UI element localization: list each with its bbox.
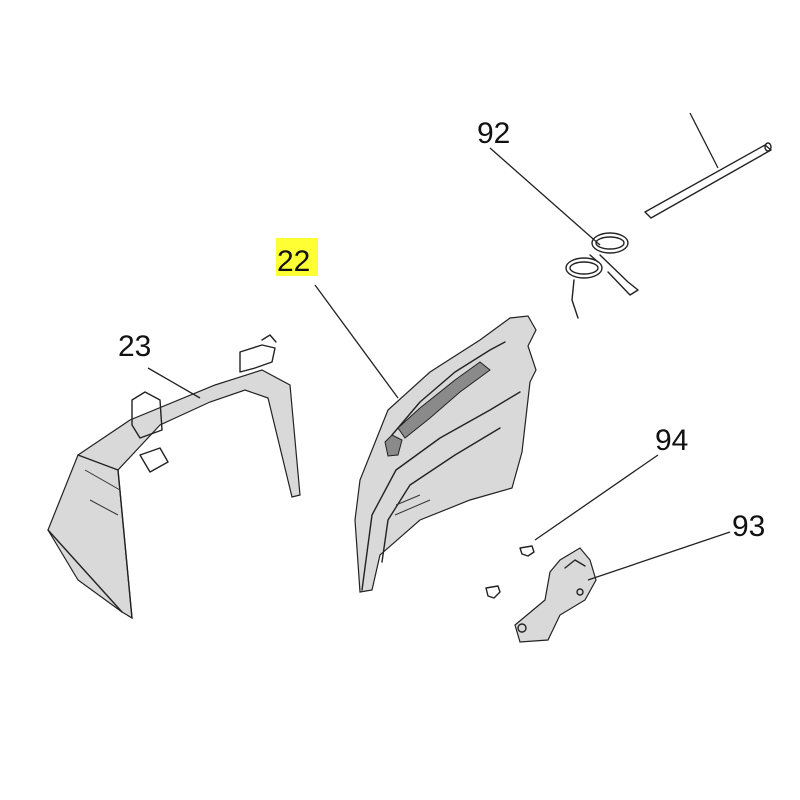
leader-94: [534, 454, 659, 541]
part-94-screws: [485, 545, 535, 599]
callout-94: 94: [655, 424, 688, 457]
leader-23: [147, 367, 201, 399]
highlight-22: [276, 238, 318, 276]
part-93-bracket: [514, 547, 597, 643]
callout-92: 92: [477, 117, 510, 150]
leader-93: [587, 531, 731, 581]
callout-22: 22: [277, 245, 310, 278]
rod: [644, 142, 772, 219]
leader-92: [489, 147, 601, 246]
part-22-rear-flap: [354, 315, 537, 593]
part-92-springs: [565, 232, 639, 319]
callout-93: 93: [732, 510, 765, 543]
leader-rod: [689, 112, 719, 169]
leader-22: [314, 284, 399, 399]
callout-23: 23: [118, 330, 151, 363]
part-23-deflector: [47, 334, 301, 620]
